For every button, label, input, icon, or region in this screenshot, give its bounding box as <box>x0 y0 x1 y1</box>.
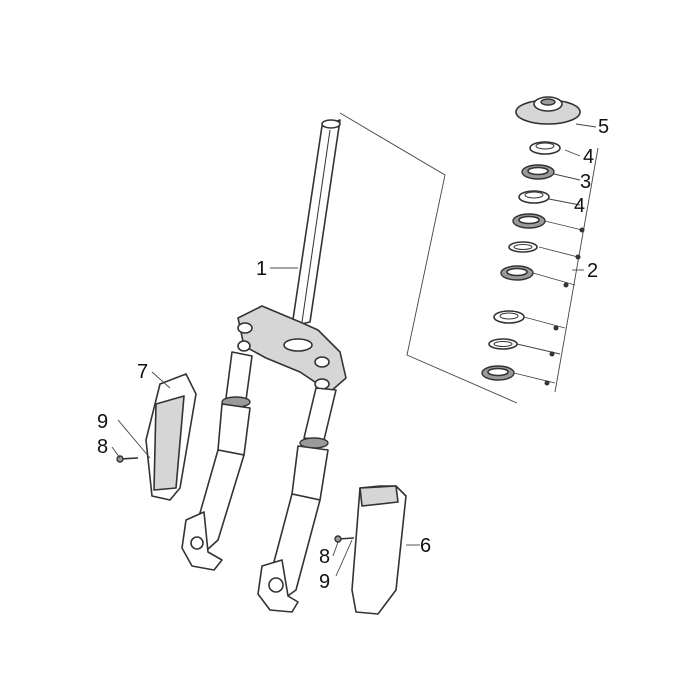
left-fork-cover <box>145 371 197 501</box>
callout-left-cover: 7 <box>137 361 148 383</box>
callout-bearing-ring: 3 <box>580 171 591 193</box>
steering-column-part <box>181 119 347 613</box>
callout-clip-right: 9 <box>319 571 330 593</box>
right-fork-cover <box>351 485 420 615</box>
fasteners <box>111 419 355 577</box>
callout-bearing-set: 2 <box>587 260 598 282</box>
assembly-frame-lines <box>339 112 518 404</box>
callout-right-cover: 6 <box>420 535 431 557</box>
callout-lower-cup: 4 <box>574 195 585 217</box>
callout-screw-left: 8 <box>97 436 108 458</box>
callout-upper-cup: 4 <box>583 146 594 168</box>
headset-stack <box>481 96 599 393</box>
callout-screw-right: 8 <box>319 546 330 568</box>
callout-ring-nut: 5 <box>598 116 609 138</box>
callout-steering-tube: 1 <box>256 258 267 280</box>
callout-clip-left: 9 <box>97 411 108 433</box>
